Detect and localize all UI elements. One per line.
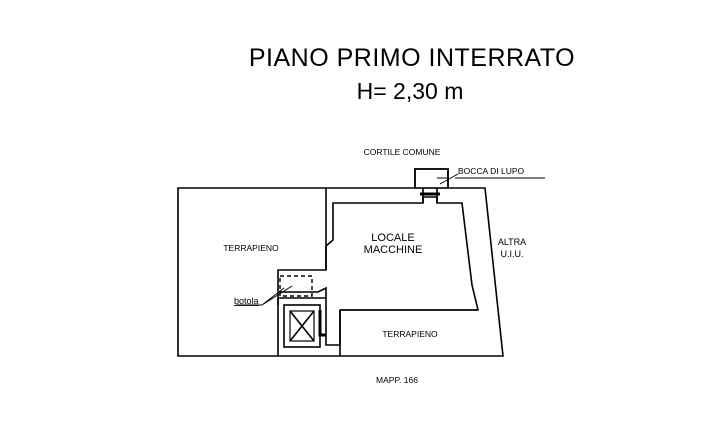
label-cortile-comune: CORTILE COMUNE	[364, 147, 441, 157]
label-uiu: U.I.U.	[500, 249, 523, 259]
plan-title: PIANO PRIMO INTERRATO	[248, 44, 576, 72]
height-label: H= 2,30 m	[356, 78, 464, 104]
label-terrapieno-left: TERRAPIENO	[223, 243, 279, 253]
stair-shaft-outline	[277, 297, 326, 356]
label-terrapieno-bottom: TERRAPIENO	[382, 329, 438, 339]
botola-square	[279, 275, 313, 297]
stair-cross	[289, 310, 315, 342]
terrapieno-bottom-wall	[339, 309, 478, 356]
label-locale: LOCALE	[371, 232, 414, 244]
botola-leader	[236, 285, 293, 306]
label-botola: botola	[234, 296, 259, 306]
label-mapp: MAPP. 166	[376, 375, 418, 385]
label-altra: ALTRA	[498, 237, 526, 247]
label-macchine: MACCHINE	[364, 244, 423, 256]
label-bocca-di-lupo: BOCCA DI LUPO	[458, 166, 525, 176]
stair-side	[318, 310, 326, 337]
bocca-leader-diag	[439, 173, 459, 185]
locale-macchine-outline	[277, 196, 480, 346]
stair-inner-box	[289, 310, 315, 342]
bocca-opening-marks	[420, 188, 440, 203]
